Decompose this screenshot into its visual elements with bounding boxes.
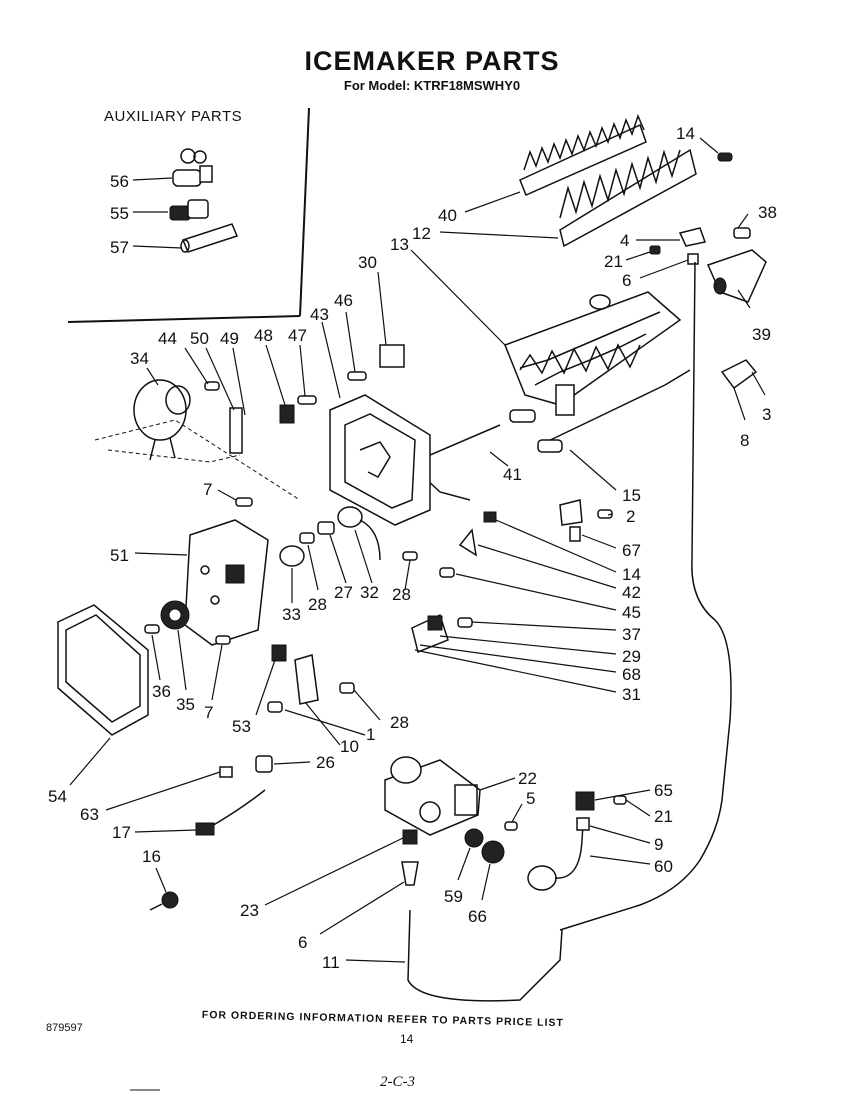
callout-53: 53 — [232, 717, 251, 736]
callout-68: 68 — [622, 665, 641, 684]
callout-28c: 28 — [390, 713, 409, 732]
callout-14b: 14 — [622, 565, 641, 584]
callout-4: 4 — [620, 231, 629, 250]
callout-13: 13 — [390, 235, 409, 254]
callout-21a: 21 — [604, 252, 623, 271]
callout-66: 66 — [468, 907, 487, 926]
callout-41: 41 — [503, 465, 522, 484]
callout-54: 54 — [48, 787, 67, 806]
callout-1: 1 — [366, 725, 375, 744]
callout-6a: 6 — [622, 271, 631, 290]
callout-59: 59 — [444, 887, 463, 906]
auxiliary-parts-heading: AUXILIARY PARTS — [104, 108, 243, 125]
page-title: ICEMAKER PARTS — [304, 46, 560, 76]
callout-6b: 6 — [298, 933, 307, 952]
callout-36: 36 — [152, 682, 171, 701]
callout-29: 29 — [622, 647, 641, 666]
callout-42: 42 — [622, 583, 641, 602]
callout-27: 27 — [334, 583, 353, 602]
fill-cup-39 — [706, 249, 767, 303]
mounting-plate-51 — [184, 519, 269, 646]
callout-65: 65 — [654, 781, 673, 800]
thermostat-assy — [411, 528, 478, 654]
callout-34: 34 — [130, 349, 149, 368]
callout-33: 33 — [282, 605, 301, 624]
callout-28b: 28 — [392, 585, 411, 604]
callout-5: 5 — [526, 789, 535, 808]
callout-12: 12 — [412, 224, 431, 243]
callout-15: 15 — [622, 486, 641, 505]
callout-2: 2 — [626, 507, 635, 526]
callout-32: 32 — [360, 583, 379, 602]
housing-43 — [329, 394, 431, 526]
callout-28a: 28 — [308, 595, 327, 614]
stripper-12 — [559, 148, 697, 248]
callout-67: 67 — [622, 541, 641, 560]
parts-33-27-32 — [279, 506, 381, 567]
ejector-40 — [519, 113, 647, 196]
callout-30: 30 — [358, 253, 377, 272]
callout-46: 46 — [334, 291, 353, 310]
aux-divider-vertical — [299, 107, 310, 317]
callout-14a: 14 — [676, 124, 695, 143]
callout-38: 38 — [758, 203, 777, 222]
aux-part-57 — [180, 223, 239, 253]
callout-11: 11 — [322, 953, 340, 972]
callout-3: 3 — [762, 405, 771, 424]
callout-44: 44 — [158, 329, 177, 348]
handwritten-reference: 2-C-3 — [380, 1074, 415, 1090]
callout-51: 51 — [110, 546, 129, 565]
page-number: 14 — [400, 1032, 414, 1046]
callout-22: 22 — [518, 769, 537, 788]
callout-37: 37 — [622, 625, 641, 644]
callout-23: 23 — [240, 901, 259, 920]
callout-8: 8 — [740, 431, 749, 450]
model-subtitle: For Model: KTRF18MSWHY0 — [343, 78, 521, 93]
callout-43: 43 — [310, 305, 329, 324]
callout-55: 55 — [110, 204, 129, 223]
callout-21b: 21 — [654, 807, 673, 826]
callout-57: 57 — [110, 238, 129, 257]
callout-60: 60 — [654, 857, 673, 876]
callout-7a: 7 — [203, 480, 212, 499]
callout-7b: 7 — [204, 703, 213, 722]
callout-9: 9 — [654, 835, 663, 854]
callout-48: 48 — [254, 326, 273, 345]
callout-49: 49 — [220, 329, 239, 348]
callout-45: 45 — [622, 603, 641, 622]
fill-tube — [559, 261, 732, 931]
ice-mold-13 — [504, 291, 682, 416]
inlet-tube-11 — [407, 909, 563, 1002]
callout-10: 10 — [340, 737, 359, 756]
callout-50: 50 — [190, 329, 209, 348]
callout-56: 56 — [110, 172, 129, 191]
water-valve-22 — [384, 756, 481, 836]
cover-54 — [57, 604, 149, 736]
callout-31: 31 — [622, 685, 641, 704]
switch-10 — [267, 644, 355, 713]
aux-divider-horizontal — [67, 315, 301, 323]
callout-16: 16 — [142, 847, 161, 866]
callout-47: 47 — [288, 326, 307, 345]
callout-39: 39 — [752, 325, 771, 344]
document-number: 879597 — [46, 1022, 83, 1034]
callout-35: 35 — [176, 695, 195, 714]
gear-35 — [160, 600, 190, 630]
callout-26: 26 — [316, 753, 335, 772]
motor-34 — [133, 379, 191, 461]
aux-part-56 — [172, 148, 213, 187]
aux-part-55 — [169, 199, 209, 221]
callout-40: 40 — [438, 206, 457, 225]
callout-63: 63 — [80, 805, 99, 824]
callout-17: 17 — [112, 823, 131, 842]
